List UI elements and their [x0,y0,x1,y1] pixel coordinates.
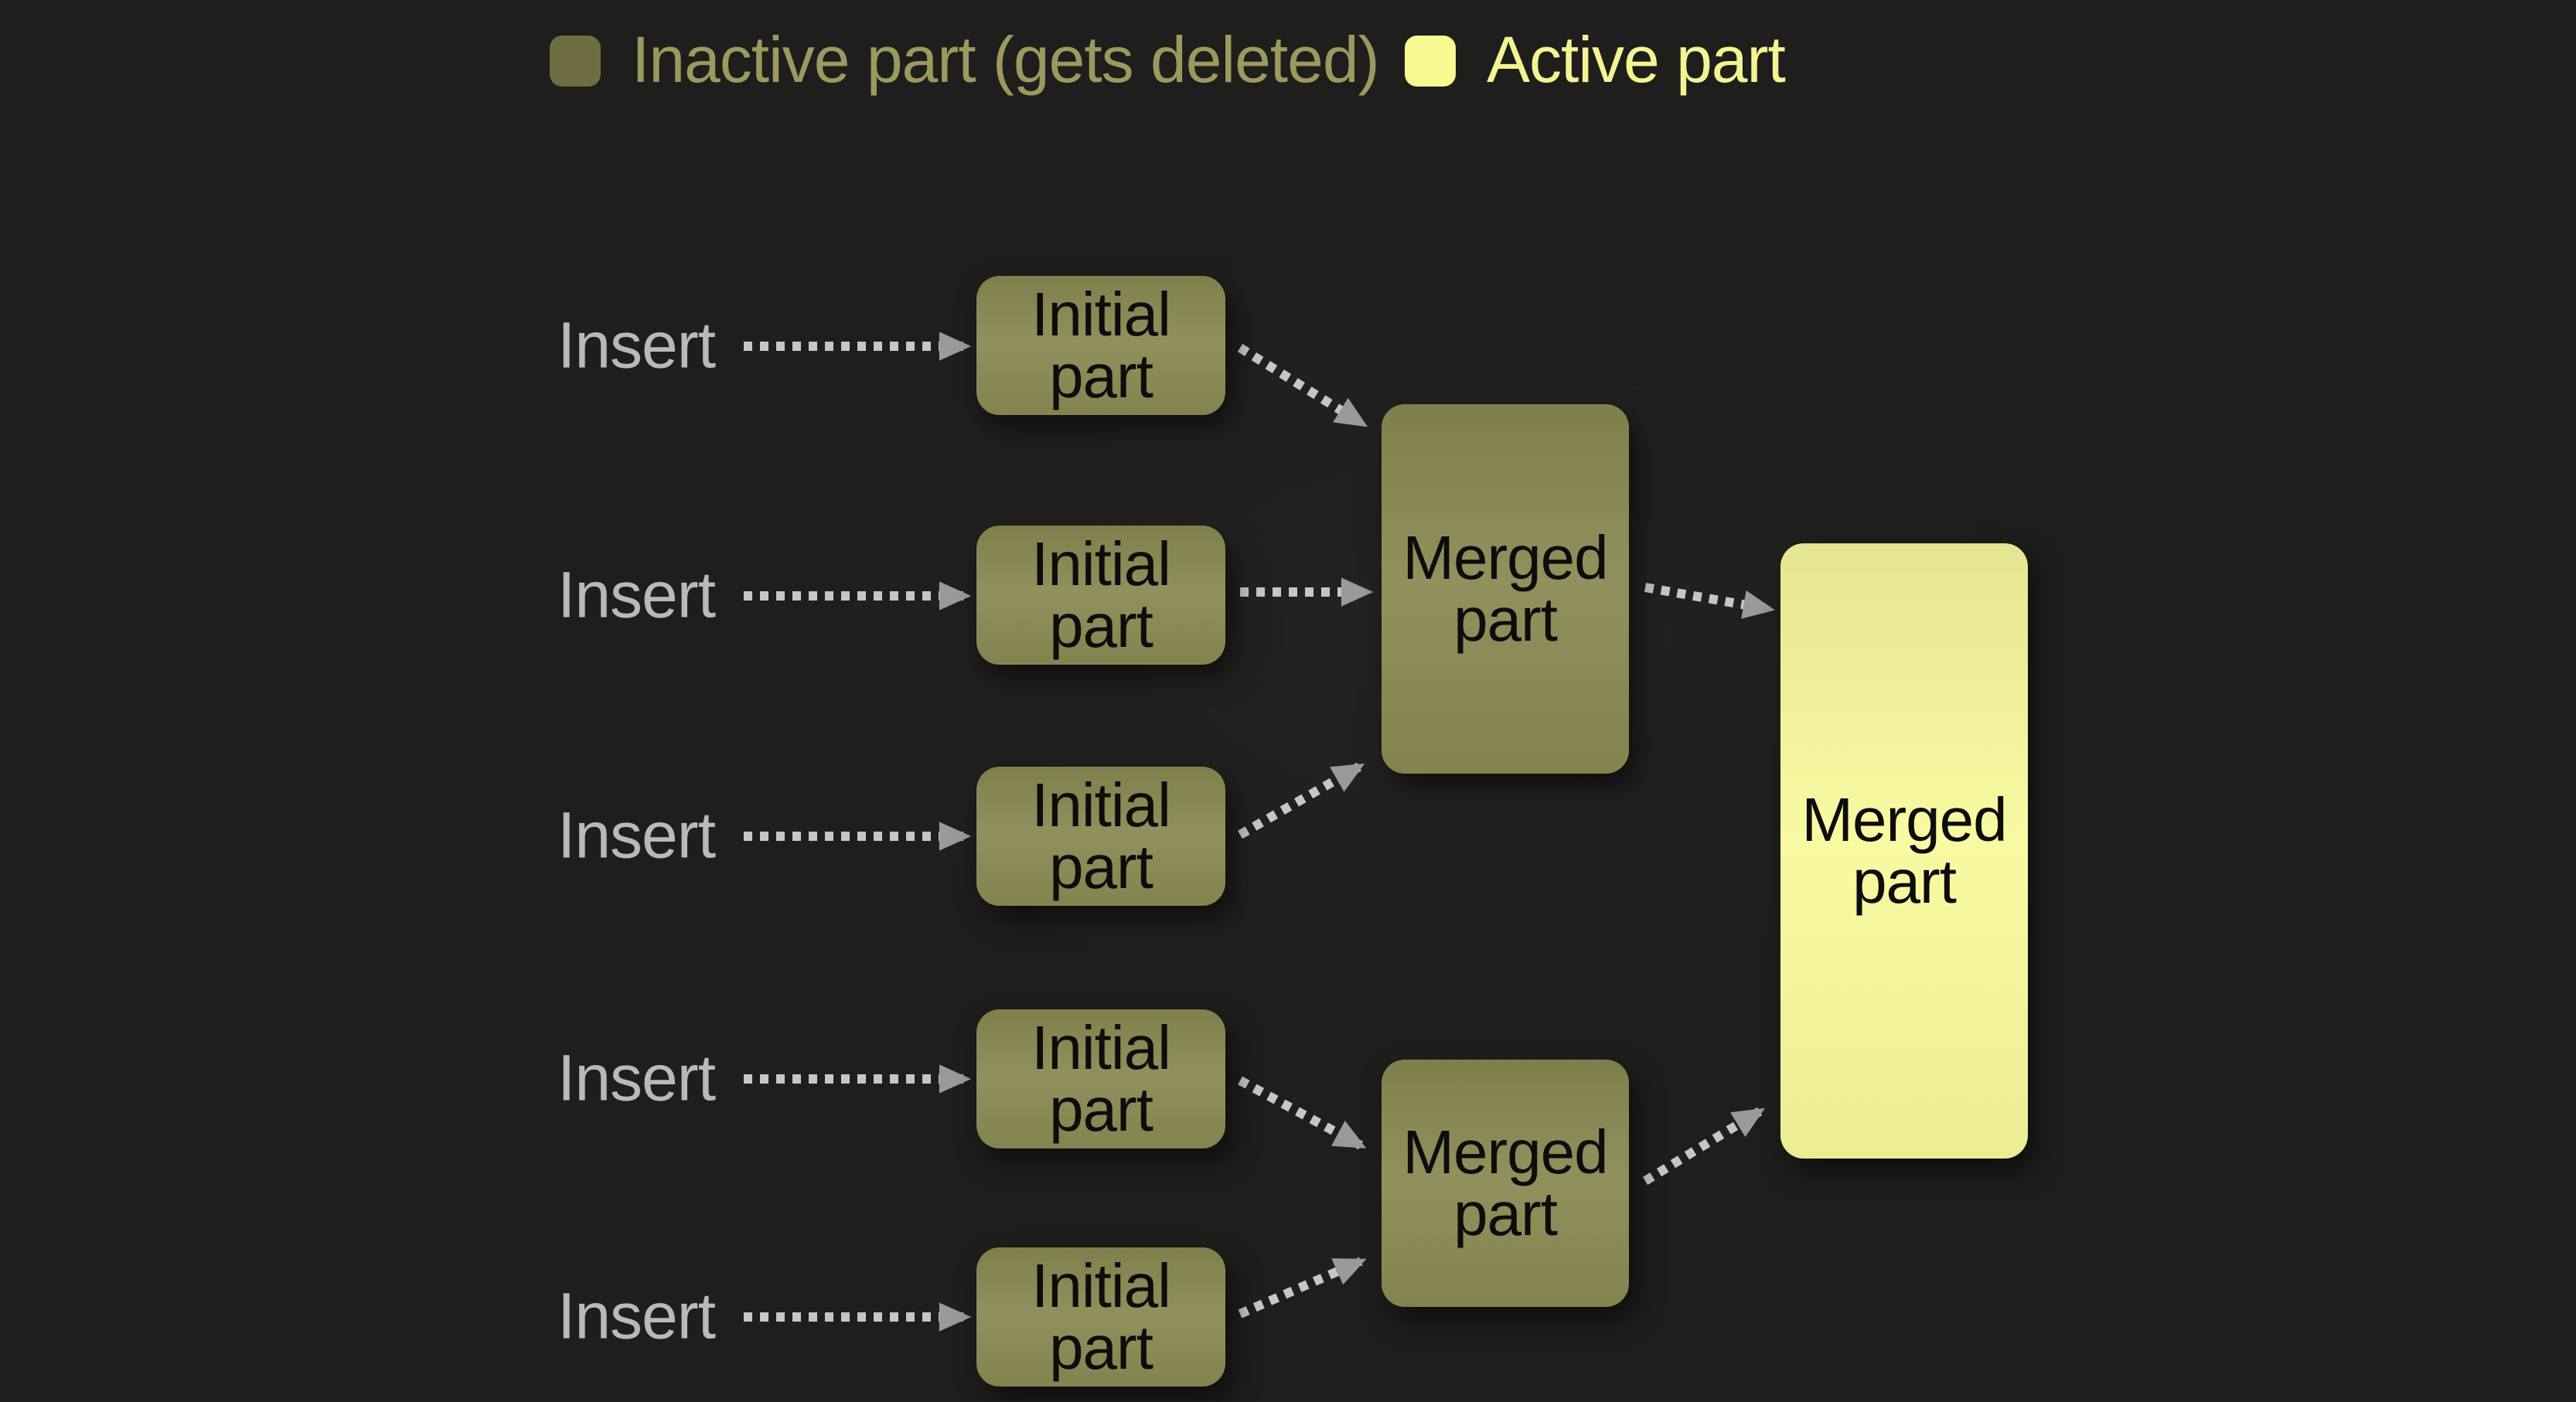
node-label: Merged part [1402,523,1608,654]
arrow-merged-part-1-to-merged-part-final [1644,583,1776,619]
node-label: Initial part [1031,1251,1171,1382]
node-initial-part-2: Initial part [976,526,1225,665]
node-label: Initial part [1031,1013,1171,1144]
node-label: Merged part [1801,785,2007,916]
legend-label-active: Active part [1487,23,1786,96]
node-merged-part-final: Merged part [1780,543,2028,1159]
insert-label-4: Insert [557,1041,716,1114]
insert-label-2: Insert [557,558,716,631]
legend-item-inactive: Inactive part (gets deleted) [550,27,1380,92]
active-part-swatch-icon [1405,36,1456,87]
arrow-merged-part-2-to-merged-part-final [1642,1107,1766,1186]
node-initial-part-1: Initial part [976,276,1225,415]
insert-label-5: Insert [557,1279,716,1353]
node-initial-part-4: Initial part [976,1009,1225,1148]
node-label: Initial part [1031,280,1171,410]
node-label: Initial part [1031,529,1171,660]
node-merged-part-2: Merged part [1382,1060,1629,1307]
arrow-initial-part-3-to-merged-part-1 [1238,762,1365,839]
node-initial-part-5: Initial part [976,1247,1225,1387]
legend-label-inactive: Inactive part (gets deleted) [632,23,1380,96]
node-initial-part-3: Initial part [976,767,1225,906]
node-label: Initial part [1031,771,1171,901]
node-label: Merged part [1402,1118,1608,1248]
arrow-initial-part-5-to-merged-part-2 [1238,1257,1367,1319]
inactive-part-swatch-icon [550,36,601,87]
legend-item-active: Active part [1405,27,1786,92]
arrow-initial-part-4-to-merged-part-2 [1238,1076,1367,1150]
arrow-initial-part-1-to-merged-part-1 [1237,343,1368,428]
insert-label-3: Insert [557,798,716,872]
insert-label-1: Insert [557,308,716,382]
node-merged-part-1: Merged part [1382,404,1629,774]
